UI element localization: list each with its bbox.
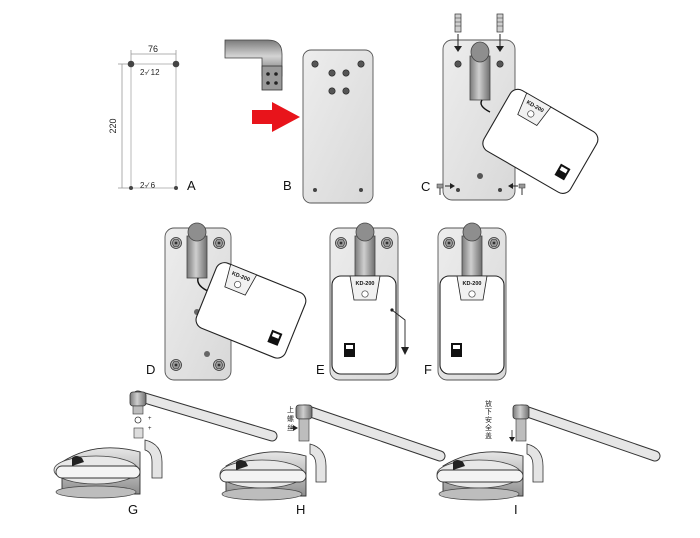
bolt-icon [454, 13, 462, 52]
step-g-label: G [128, 502, 138, 517]
width-dimension: 76 [148, 44, 158, 54]
step-g-connect-pipe: + + G [53, 390, 278, 517]
mounting-hole-top-right [172, 60, 180, 68]
step-d-attach-device: KD-200 D [146, 222, 307, 381]
step-c-fix-plate: KD-200 C [421, 13, 599, 201]
svg-text:+: + [148, 426, 152, 432]
step-i-label: I [514, 502, 518, 517]
screw-icon [508, 183, 526, 195]
step-b-plate-alignment: B [224, 39, 374, 204]
svg-text:+: + [148, 416, 152, 422]
mounting-hole-bottom-right [174, 186, 178, 190]
top-hole-spec: 2-∕ 12 [140, 68, 160, 77]
right-arrow-icon [252, 102, 300, 132]
step-b-label: B [283, 178, 292, 193]
step-e-rotate-device: KD-200 E [316, 222, 409, 381]
step-f-final-position: KD-200 F [424, 222, 507, 381]
mounting-plate [302, 49, 374, 204]
down-arrow-icon [390, 308, 409, 355]
step-c-label: C [421, 179, 430, 194]
device-unit: KD-200 [482, 88, 599, 194]
step-d-label: D [146, 362, 155, 377]
step-e-label: E [316, 362, 325, 377]
svg-text:KD-200: KD-200 [356, 281, 375, 287]
height-dimension: 220 [108, 118, 118, 133]
step-a-label: A [187, 178, 196, 193]
mounting-hole-top-left [127, 60, 135, 68]
step-h-label: H [296, 502, 305, 517]
device-unit: KD-200 [195, 262, 307, 359]
bolt-icon [496, 13, 504, 52]
step-f-label: F [424, 362, 432, 377]
step-i-place-safety-cover: 放下安全盖 I [436, 399, 661, 517]
mounting-hole-bottom-left [129, 186, 133, 190]
h-side-label: 上螺丝 [287, 405, 294, 432]
step-a-dimension-drawing: 76 220 2-∕ 12 2-∕ 6 A [108, 44, 196, 193]
bottom-hole-spec: 2-∕ 6 [140, 181, 156, 190]
i-side-label: 放下安全盖 [485, 399, 492, 440]
step-h-tighten-screw: 上螺丝 H [219, 404, 446, 517]
screw-icon [436, 183, 455, 195]
svg-text:KD-200: KD-200 [463, 281, 482, 287]
